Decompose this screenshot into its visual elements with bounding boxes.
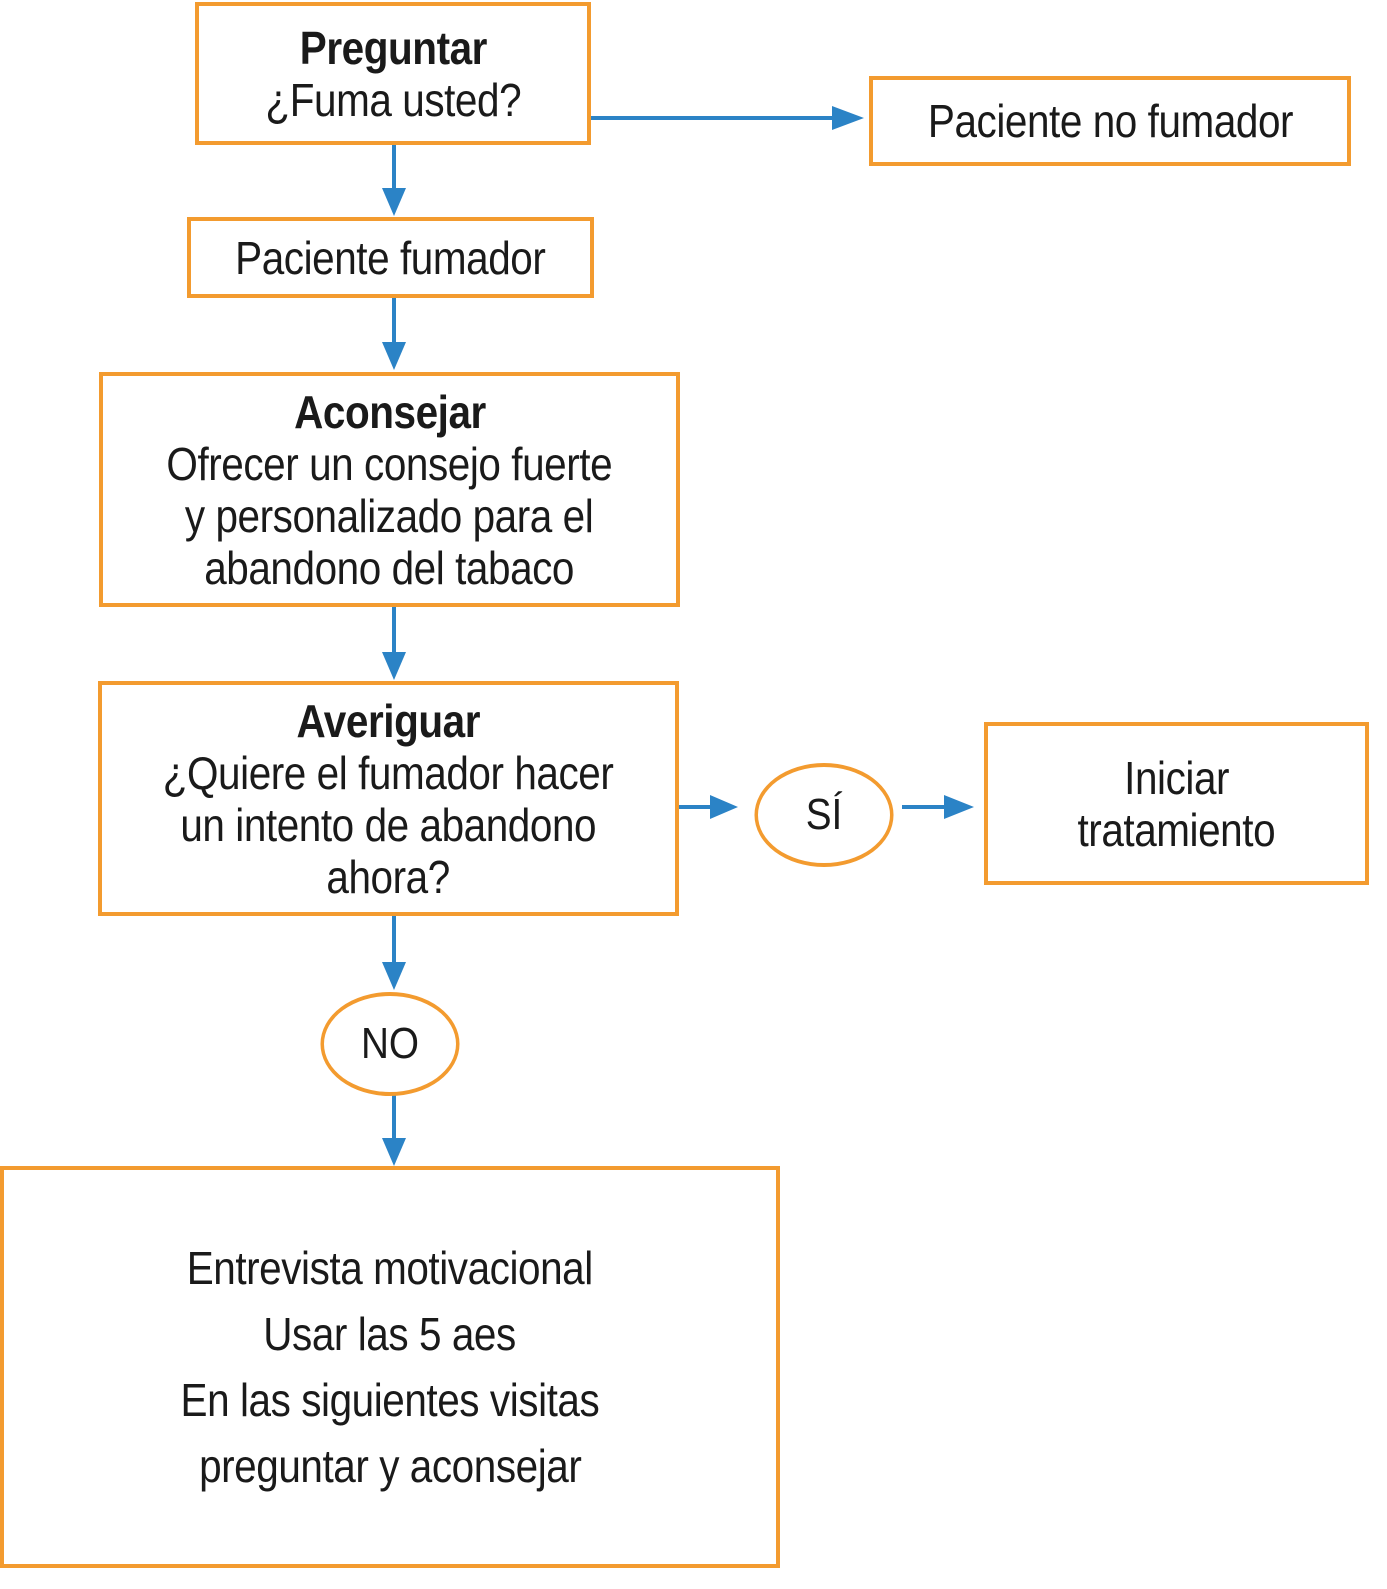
arrowhead-right: [944, 795, 974, 819]
arrowhead-down: [382, 1138, 406, 1166]
aconsejar-line-3: abandono del tabaco: [204, 541, 575, 594]
entrevista-line-1: Entrevista motivacional: [186, 1242, 594, 1294]
arrowhead-down: [382, 652, 406, 680]
arrowhead-down: [382, 188, 406, 216]
preguntar-title: Preguntar: [299, 21, 487, 74]
si-label: SÍ: [805, 790, 843, 839]
aconsejar-box: Aconsejar Ofrecer un consejo fuerte y pe…: [99, 372, 680, 607]
si-oval: SÍ: [754, 763, 894, 867]
iniciar-line-2: tratamiento: [1077, 803, 1276, 856]
entrevista-line-4: preguntar y aconsejar: [198, 1440, 582, 1492]
averiguar-line-1: ¿Quiere el fumador hacer: [163, 746, 614, 799]
averiguar-box: Averiguar ¿Quiere el fumador hacer un in…: [98, 681, 679, 916]
aconsejar-title: Aconsejar: [293, 385, 486, 438]
fumador-box: Paciente fumador: [187, 217, 594, 298]
preguntar-box: Preguntar ¿Fuma usted?: [195, 2, 591, 145]
fumador-label: Paciente fumador: [235, 231, 546, 284]
aconsejar-line-1: Ofrecer un consejo fuerte: [166, 437, 613, 490]
aconsejar-line-2: y personalizado para el: [185, 489, 594, 542]
arrowhead-down: [382, 342, 406, 370]
arrowhead-right: [832, 106, 864, 130]
iniciar-line-1: Iniciar: [1124, 751, 1229, 804]
entrevista-line-2: Usar las 5 aes: [263, 1308, 517, 1360]
iniciar-tratamiento-box: Iniciar tratamiento: [984, 722, 1369, 885]
entrevista-line-3: En las siguientes visitas: [180, 1374, 600, 1426]
averiguar-line-3: ahora?: [326, 850, 451, 903]
no-oval: NO: [320, 992, 460, 1096]
averiguar-title: Averiguar: [296, 694, 481, 747]
arrowhead-down: [382, 962, 406, 990]
no-fumador-label: Paciente no fumador: [927, 95, 1293, 147]
preguntar-question: ¿Fuma usted?: [265, 73, 521, 126]
entrevista-box: Entrevista motivacional Usar las 5 aes E…: [0, 1166, 780, 1568]
no-label: NO: [360, 1019, 420, 1068]
no-fumador-box: Paciente no fumador: [869, 76, 1351, 166]
arrowhead-right: [710, 795, 738, 819]
averiguar-line-2: un intento de abandono: [180, 798, 597, 851]
